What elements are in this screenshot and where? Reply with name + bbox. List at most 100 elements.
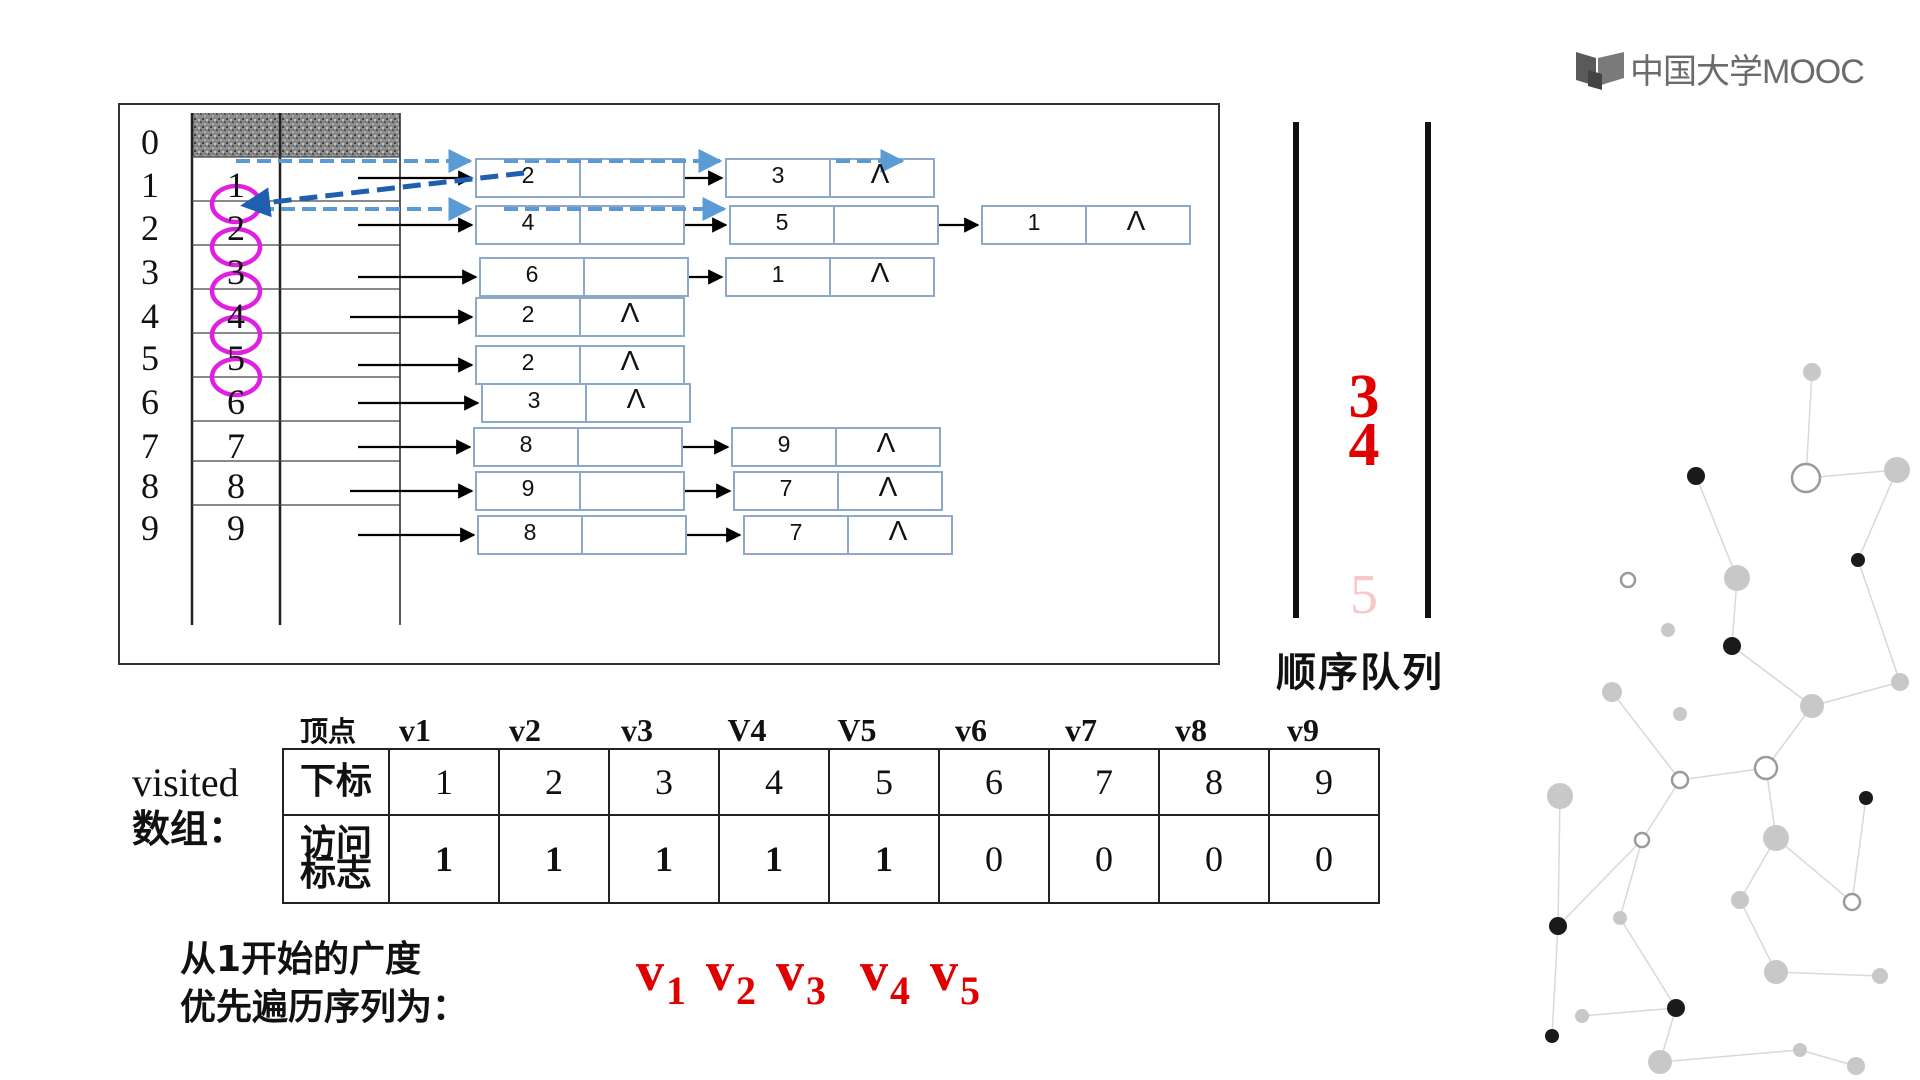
list-node-3-0: [479, 257, 689, 297]
vertex-cell-2: 2: [227, 208, 245, 248]
flag-cell-1: 1: [388, 814, 500, 904]
visited-circle-2: [209, 226, 263, 268]
null-pointer-4: Λ: [620, 297, 640, 328]
queue-faded-item: 5: [1350, 564, 1378, 626]
null-pointer-6: Λ: [626, 383, 646, 414]
node-value-3-1: 1: [771, 261, 785, 287]
flag-cell-8: 0: [1158, 814, 1270, 904]
traversal-vertex-3: v3: [776, 940, 826, 1014]
vertex-cell-6: 6: [227, 382, 245, 422]
traversal-vertex-sub-5: 5: [960, 968, 980, 1013]
row-index-7: 7: [141, 426, 159, 466]
mooc-logo: 中国大学MOOC: [1574, 46, 1865, 91]
visited-label: visited 数组：: [132, 760, 246, 852]
vertex-cell-7: 7: [227, 426, 245, 466]
traversal-vertex-letter-2: v: [706, 941, 734, 1003]
flag-cell-7: 0: [1048, 814, 1160, 904]
index-cell-8: 8: [1158, 748, 1270, 816]
queue-label: 顺序队列: [1276, 650, 1444, 696]
flag-cell-2: 1: [498, 814, 610, 904]
vertex-cell-9: 9: [227, 508, 245, 548]
node-value-5-0: 2: [521, 349, 535, 375]
traversal-label: 从1开始的广度 优先遍历序列为：: [180, 936, 468, 1032]
null-pointer-8: Λ: [878, 471, 898, 502]
flag-cell-3: 1: [608, 814, 720, 904]
index-cell-1: 1: [388, 748, 500, 816]
row-index-6: 6: [141, 382, 159, 422]
traversal-vertex-2: v2: [706, 940, 756, 1014]
node-value-7-0: 8: [519, 431, 533, 457]
traversal-vertex-letter-4: v: [860, 941, 888, 1003]
traversal-vertex-4: v4: [860, 940, 910, 1014]
vertex-cell-8: 8: [227, 466, 245, 506]
visited-circle-4: [209, 314, 263, 356]
list-node-2-0: [475, 205, 685, 245]
mooc-book-icon: [1576, 52, 1624, 90]
traversal-overlay: [209, 149, 905, 398]
row-index-4: 4: [141, 296, 159, 336]
adjacency-nodes: [473, 158, 1191, 555]
vertex-cell-1: 1: [227, 165, 245, 205]
node-value-9-1: 7: [789, 519, 803, 545]
index-cell-7: 7: [1048, 748, 1160, 816]
visited-circle-3: [209, 270, 263, 312]
list-node-8-0: [475, 471, 685, 511]
vertex-header-label: 顶点: [300, 715, 357, 748]
vertex-cell-4: 4: [227, 296, 245, 336]
row-index-9: 9: [141, 508, 159, 548]
null-pointer-1: Λ: [870, 158, 890, 189]
visited-label-en: visited: [132, 760, 239, 805]
flag-cell-9: 0: [1268, 814, 1380, 904]
row-index-2: 2: [141, 208, 159, 248]
node-value-4-0: 2: [521, 301, 535, 327]
traversal-vertex-letter-5: v: [930, 941, 958, 1003]
traversal-vertex-letter-1: v: [636, 941, 664, 1003]
decorative-network: [1545, 363, 1910, 1075]
vertex-cell-5: 5: [227, 338, 245, 378]
row-index-1: 1: [141, 165, 159, 205]
list-node-6-0: [481, 383, 691, 423]
null-pointer-9: Λ: [888, 515, 908, 546]
traversal-vertex-sub-3: 3: [806, 968, 826, 1013]
null-pointer-3: Λ: [870, 257, 890, 288]
queue-walls: [1293, 122, 1431, 618]
index-cell-5: 5: [828, 748, 940, 816]
traversal-vertex-sub-2: 2: [736, 968, 756, 1013]
list-node-2-1: [729, 205, 939, 245]
list-node-1-1: [725, 158, 935, 198]
traversal-vertex-letter-3: v: [776, 941, 804, 1003]
node-value-8-1: 7: [779, 475, 793, 501]
null-pointer-7: Λ: [876, 427, 896, 458]
vertex-header-5: v6: [955, 712, 987, 748]
node-value-3-0: 6: [525, 261, 539, 287]
null-pointer-5: Λ: [620, 345, 640, 376]
row-index-8: 8: [141, 466, 159, 506]
logo-text: 中国大学MOOC: [1630, 52, 1865, 91]
index-cell-3: 3: [608, 748, 720, 816]
node-value-1-1: 3: [771, 162, 785, 188]
index-row-label: 下标: [282, 748, 390, 816]
index-cell-2: 2: [498, 748, 610, 816]
vertex-header-6: v7: [1065, 712, 1097, 748]
vertex-header-4: V5: [837, 712, 877, 748]
node-value-7-1: 9: [777, 431, 791, 457]
vertex-header-2: v3: [621, 712, 653, 748]
node-value-1-0: 2: [521, 162, 535, 188]
flag-cell-6: 0: [938, 814, 1050, 904]
traversal-vertex-sub-4: 4: [890, 968, 910, 1013]
traversal-label-line2: 优先遍历序列为：: [180, 987, 469, 1028]
traversal-label-line1: 从1开始的广度: [180, 939, 422, 980]
flag-row-label-a: 访问: [299, 823, 372, 864]
list-node-7-1: [731, 427, 941, 467]
traversal-vertex-sub-1: 1: [666, 968, 686, 1013]
list-node-9-1: [743, 515, 953, 555]
vertex-header-1: v2: [509, 712, 541, 748]
queue-item-1: 4: [1348, 411, 1380, 479]
index-cell-9: 9: [1268, 748, 1380, 816]
vertex-header-0: v1: [399, 712, 431, 748]
flag-row-label: 访问 标志: [282, 814, 390, 904]
